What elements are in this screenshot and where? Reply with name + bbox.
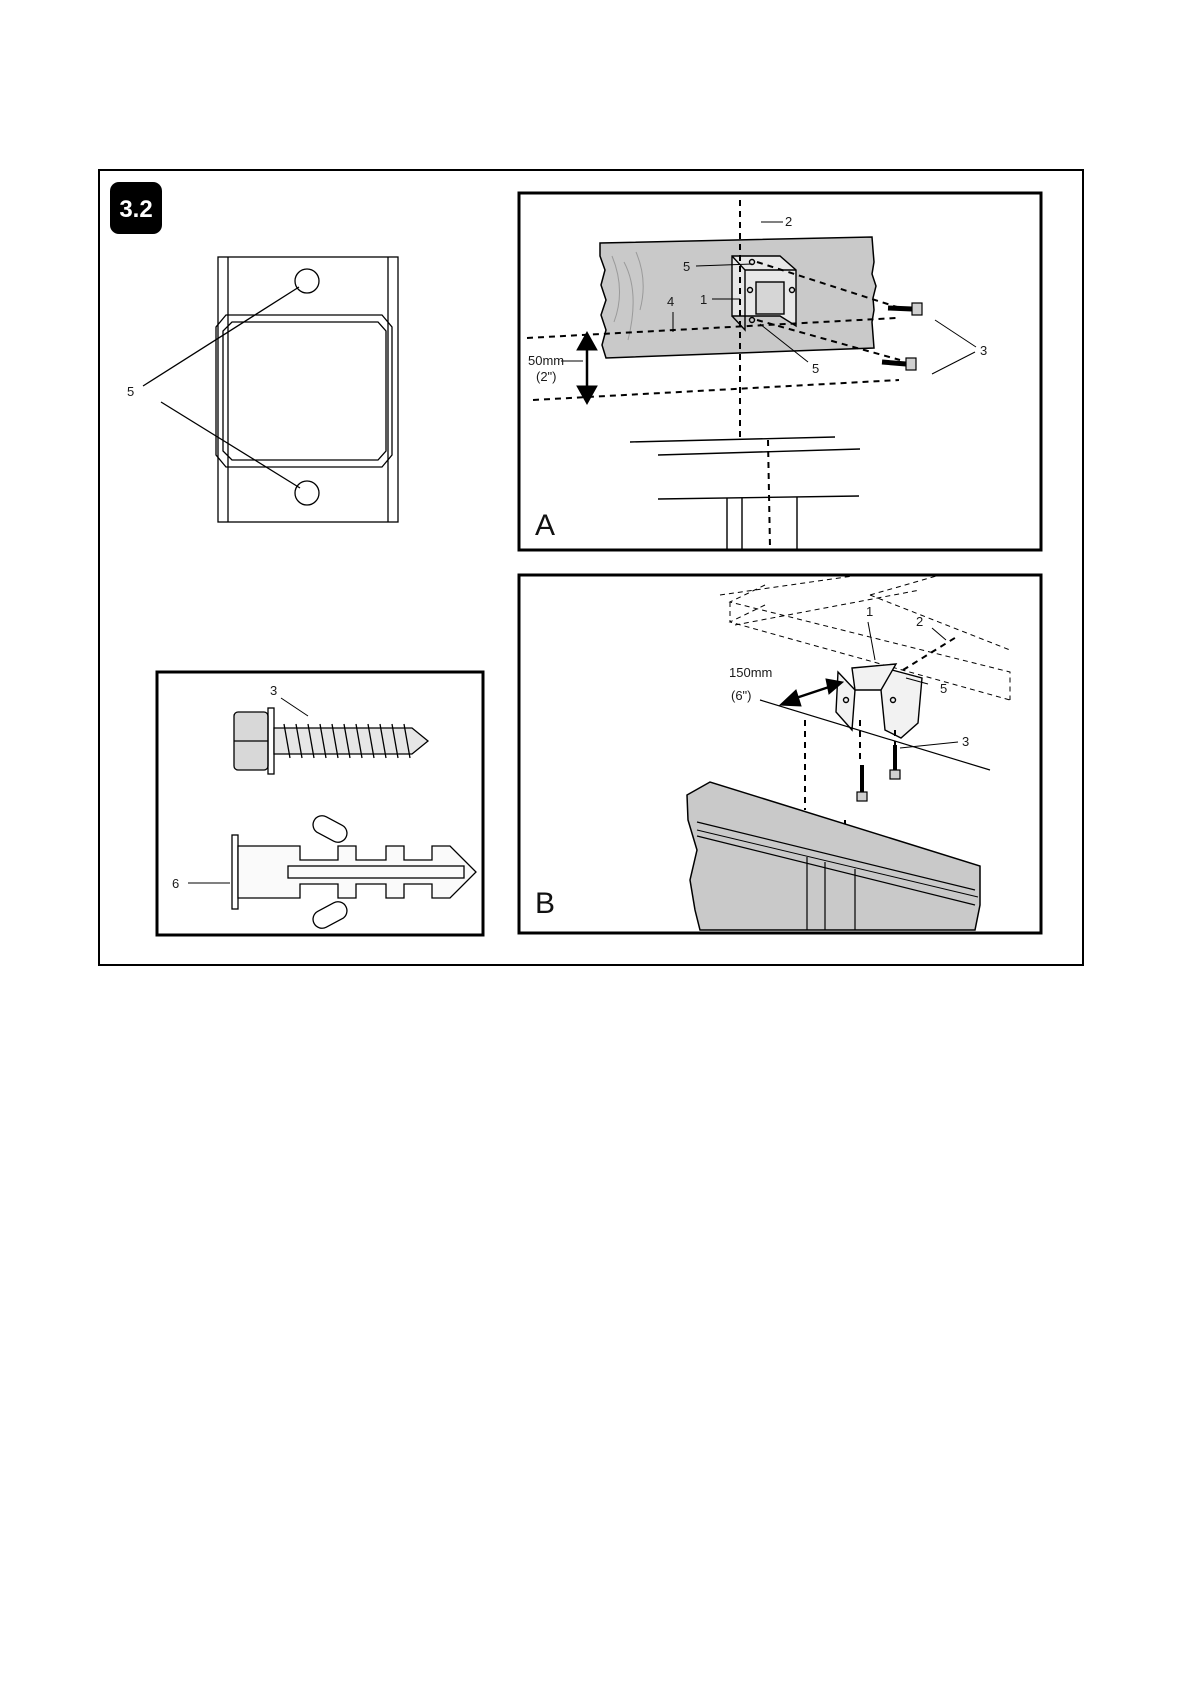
panel-a-letter: A <box>535 509 555 542</box>
bracket-callout-a: 1 <box>700 292 707 307</box>
hardware-detail: 3 6 <box>157 672 483 935</box>
hole-callout-b: 5 <box>940 681 947 696</box>
mounting-hole <box>295 481 319 505</box>
door-top <box>630 437 860 550</box>
screw-callout-b: 3 <box>962 734 969 749</box>
offset-mm-a: 50mm <box>528 353 564 368</box>
panel-b: 1 2 5 3 150mm (6") B <box>519 575 1041 933</box>
bracket-front-detail <box>143 257 398 522</box>
line-callout-a: 4 <box>667 294 674 309</box>
offset-arrow <box>577 332 597 404</box>
screw-callout-a: 3 <box>980 343 987 358</box>
offset-in-a: (2") <box>536 369 557 384</box>
mounting-hole <box>295 269 319 293</box>
offset-in-b: (6") <box>731 688 752 703</box>
centerline-callout-a: 2 <box>785 214 792 229</box>
hole-callout-a-top: 5 <box>683 259 690 274</box>
panel-a: 2 5 1 4 5 3 50mm (2") A <box>519 193 1041 550</box>
hole-callout: 5 <box>127 384 134 399</box>
step-badge-label: 3.2 <box>119 196 152 223</box>
screw-callout: 3 <box>270 683 277 698</box>
offset-arrow-b <box>780 679 843 706</box>
screw-a <box>882 303 922 370</box>
screw <box>234 708 428 774</box>
centerline-callout-b: 2 <box>916 614 923 629</box>
screws-b <box>857 745 900 801</box>
wall-plug <box>232 813 476 932</box>
hole-callout-a-bottom: 5 <box>812 361 819 376</box>
step-badge: 3.2 <box>110 182 162 234</box>
door-leaf-b <box>687 782 980 930</box>
plug-callout: 6 <box>172 876 179 891</box>
bracket-callout-b: 1 <box>866 604 873 619</box>
offset-mm-b: 150mm <box>729 665 772 680</box>
panel-b-letter: B <box>535 887 555 920</box>
